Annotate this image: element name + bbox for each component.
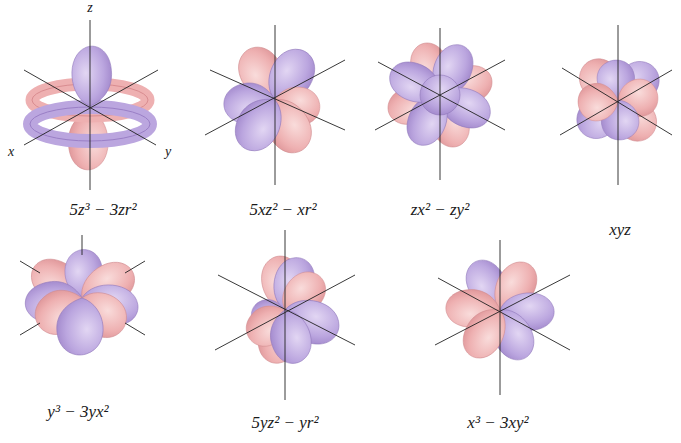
fyz2-orbital <box>215 230 355 400</box>
fz3-orbital <box>24 20 158 190</box>
orbital-formula: xyz <box>609 221 631 240</box>
axis-label: y <box>165 144 171 159</box>
fzx2-zy2-orbital <box>375 28 505 180</box>
fx3-orbital <box>435 240 570 395</box>
orbital-formula: x³ − 3xy² <box>467 414 528 433</box>
fxz2-orbital <box>205 25 345 185</box>
orbital-formula: 5xz² − xr² <box>250 201 317 220</box>
orbital-formula: 5yz² − yr² <box>252 414 319 433</box>
axis-label: z <box>87 0 92 15</box>
orbital-formula: 5z³ − 3zr² <box>69 201 136 220</box>
fxyz-orbital <box>560 25 672 185</box>
axis-label: x <box>8 144 14 159</box>
orbital-formula: y³ − 3yx² <box>47 403 108 422</box>
fy3-orbital <box>20 235 145 355</box>
orbital-formula: zx² − zy² <box>411 201 470 220</box>
